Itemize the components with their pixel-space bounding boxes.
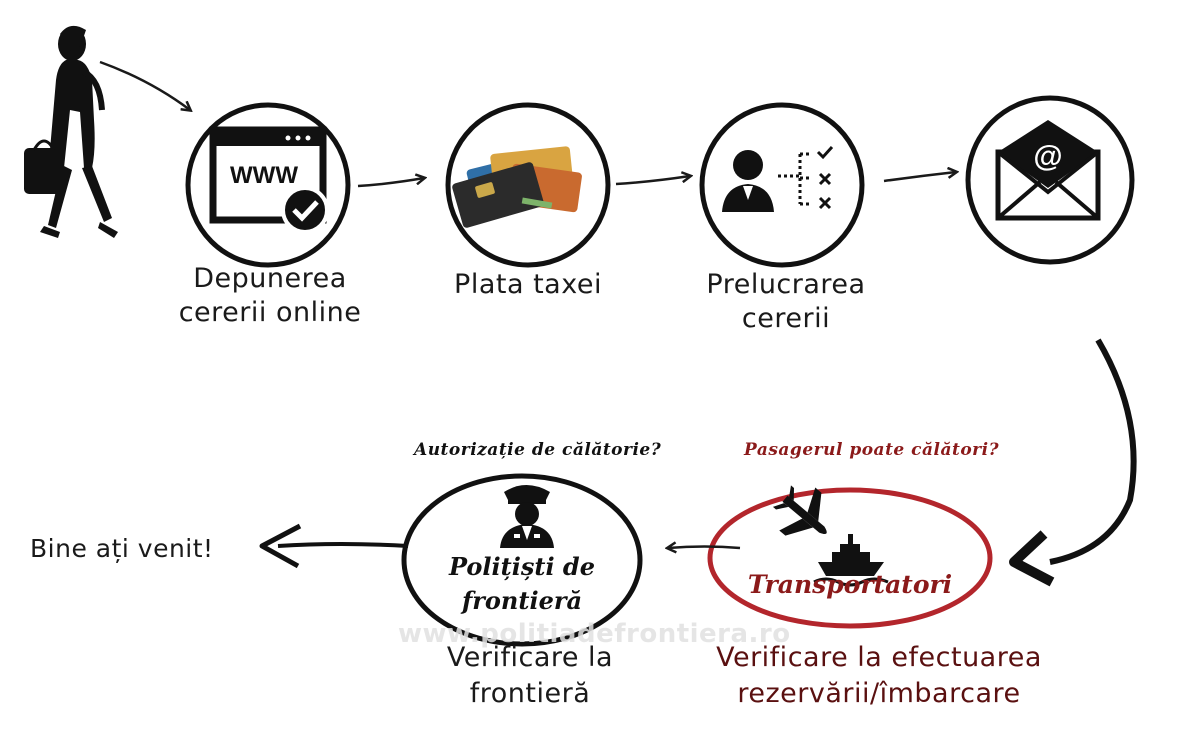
welcome-text: Bine ați venit!: [30, 534, 214, 563]
label-submit-line-2: cererii online: [178, 297, 362, 328]
label-processing: Prelucrarea cererii: [688, 268, 884, 336]
www-text: WWW: [230, 162, 298, 189]
traveler-woman-icon: [24, 25, 118, 238]
label-payment: Plata taxei: [428, 268, 628, 302]
border-title-line-2: frontieră: [461, 586, 583, 615]
border-question: Autorizație de călătorie?: [414, 440, 662, 460]
ship-icon: [813, 534, 889, 587]
arrow-carriers-to-border: [668, 547, 741, 549]
label-carriers-line-1: Verificare la efectuarea: [716, 642, 1042, 673]
label-carriers-line-2: rezervării/îmbarcare: [737, 678, 1021, 709]
arrow-border-to-welcome: [277, 542, 409, 548]
label-carriers: Verificare la efectuarea rezervării/îmba…: [694, 640, 1064, 712]
label-submit-line-1: Depunerea: [193, 263, 347, 294]
arrow-traveler-to-submit: [99, 60, 190, 110]
arrow-email-to-carriers: [1049, 338, 1137, 565]
carriers-question: Pasagerul poate călători?: [744, 440, 1000, 460]
arrow-email-to-carriers-head: [1009, 530, 1055, 587]
watermark: www.politiadefrontiera.ro: [398, 619, 791, 649]
label-submit: Depunerea cererii online: [170, 262, 370, 330]
email-envelope-icon: @: [995, 120, 1101, 221]
carriers-title: Transportatori: [747, 570, 953, 599]
arrow-border-to-welcome-head: [259, 523, 302, 569]
label-processing-line-2: cererii: [741, 303, 831, 334]
police-officer-icon: [500, 485, 554, 548]
credit-cards-icon: [452, 146, 582, 228]
airplane-icon: [772, 485, 827, 536]
label-border-line-1: Verificare la: [446, 642, 614, 673]
step-circle-processing: [699, 102, 865, 268]
arrow-payment-to-processing: [615, 176, 690, 186]
arrow-submit-to-payment: [357, 178, 424, 188]
www-browser-check-icon: WWW: [209, 126, 329, 234]
arrow-processing-to-email: [883, 172, 956, 183]
label-payment-line-1: Plata taxei: [454, 269, 602, 300]
label-border: Verificare la frontieră: [420, 640, 640, 712]
border-title-line-1: Polițiști de: [449, 552, 595, 581]
border-ellipse: [401, 473, 643, 647]
person-checklist-icon: [722, 145, 834, 212]
border-title: Polițiști de frontieră: [420, 550, 624, 618]
label-border-line-2: frontieră: [469, 678, 591, 709]
at-sign-text: @: [1033, 140, 1062, 173]
label-processing-line-1: Prelucrarea: [706, 269, 866, 300]
